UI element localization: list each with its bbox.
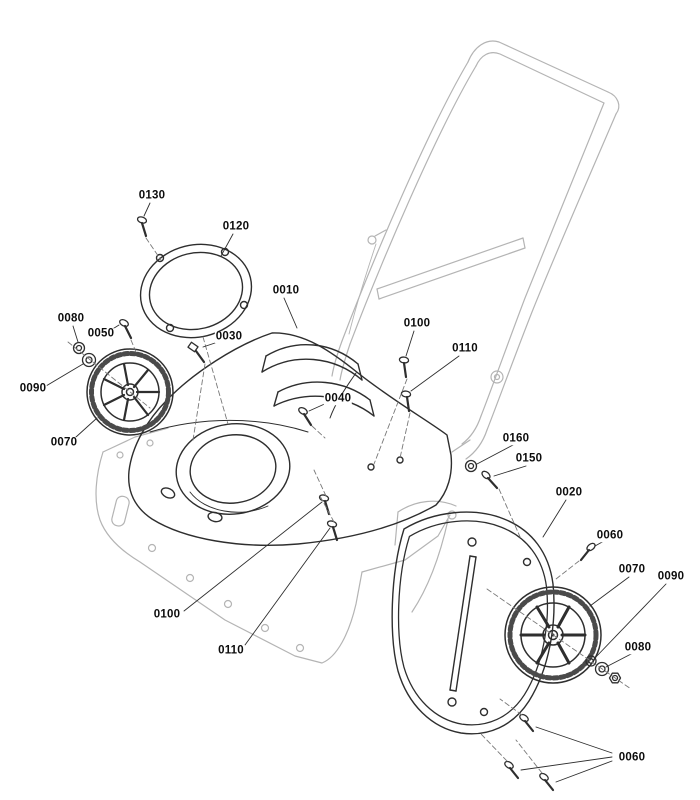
callout-0130: 0130 (137, 189, 167, 202)
bolt-0030 (187, 341, 206, 364)
screw-0100-top (398, 356, 410, 379)
callout-0110-bottom: 0110 (217, 644, 245, 657)
screw-0040 (298, 406, 313, 427)
callout-0120: 0120 (221, 220, 251, 233)
callout-0100-bottom: 0100 (152, 608, 182, 621)
assembly-axis-lines (67, 237, 632, 774)
callout-0020: 0020 (554, 486, 584, 499)
screw-0060-a (519, 713, 535, 733)
callout-0070-right: 0070 (617, 563, 647, 576)
callout-0080-right: 0080 (623, 641, 653, 654)
leader-lines (45, 202, 667, 783)
lower-frame (95, 427, 457, 664)
fasteners (72, 216, 622, 792)
callout-0160: 0160 (501, 432, 531, 445)
auger-housing (127, 332, 453, 546)
washer-0160 (464, 459, 478, 473)
left-tire-tread (89, 351, 171, 433)
callout-0090-right: 0090 (656, 570, 686, 583)
callout-0060-top: 0060 (595, 529, 625, 542)
callout-0100-top: 0100 (402, 317, 432, 330)
axle-nut (608, 672, 622, 684)
right-wheel-spokes (519, 605, 587, 665)
belt-cover (391, 511, 555, 735)
screw-0110-top (400, 390, 412, 413)
callout-0070-left: 0070 (49, 436, 79, 449)
callout-0110-top: 0110 (451, 342, 479, 355)
right-wheel (504, 586, 602, 684)
washer-0090-left (81, 352, 97, 368)
screw-0060-b (504, 760, 520, 780)
screw-0130 (136, 216, 148, 238)
screw-0110-bottom (326, 520, 339, 542)
callout-0010: 0010 (271, 284, 301, 297)
callout-0050: 0050 (86, 327, 116, 340)
callout-0150: 0150 (514, 452, 544, 465)
callout-0090-left: 0090 (18, 382, 48, 395)
callout-0060-bottom: 0060 (617, 751, 647, 764)
callout-0080-left: 0080 (56, 312, 86, 325)
washer-0080-right (594, 661, 610, 677)
screw-0150 (481, 470, 499, 490)
left-wheel-spokes (102, 362, 161, 422)
screw-0060-c (539, 772, 555, 792)
callout-0040: 0040 (323, 392, 353, 405)
screw-0060-top (579, 542, 596, 562)
left-wheel (86, 348, 174, 436)
right-tire-tread (507, 589, 599, 681)
handle-assembly (331, 40, 620, 460)
washer-0090-right (585, 655, 597, 667)
washer-0080-left (72, 341, 86, 355)
callout-0030: 0030 (214, 330, 244, 343)
screw-0050 (119, 319, 133, 340)
